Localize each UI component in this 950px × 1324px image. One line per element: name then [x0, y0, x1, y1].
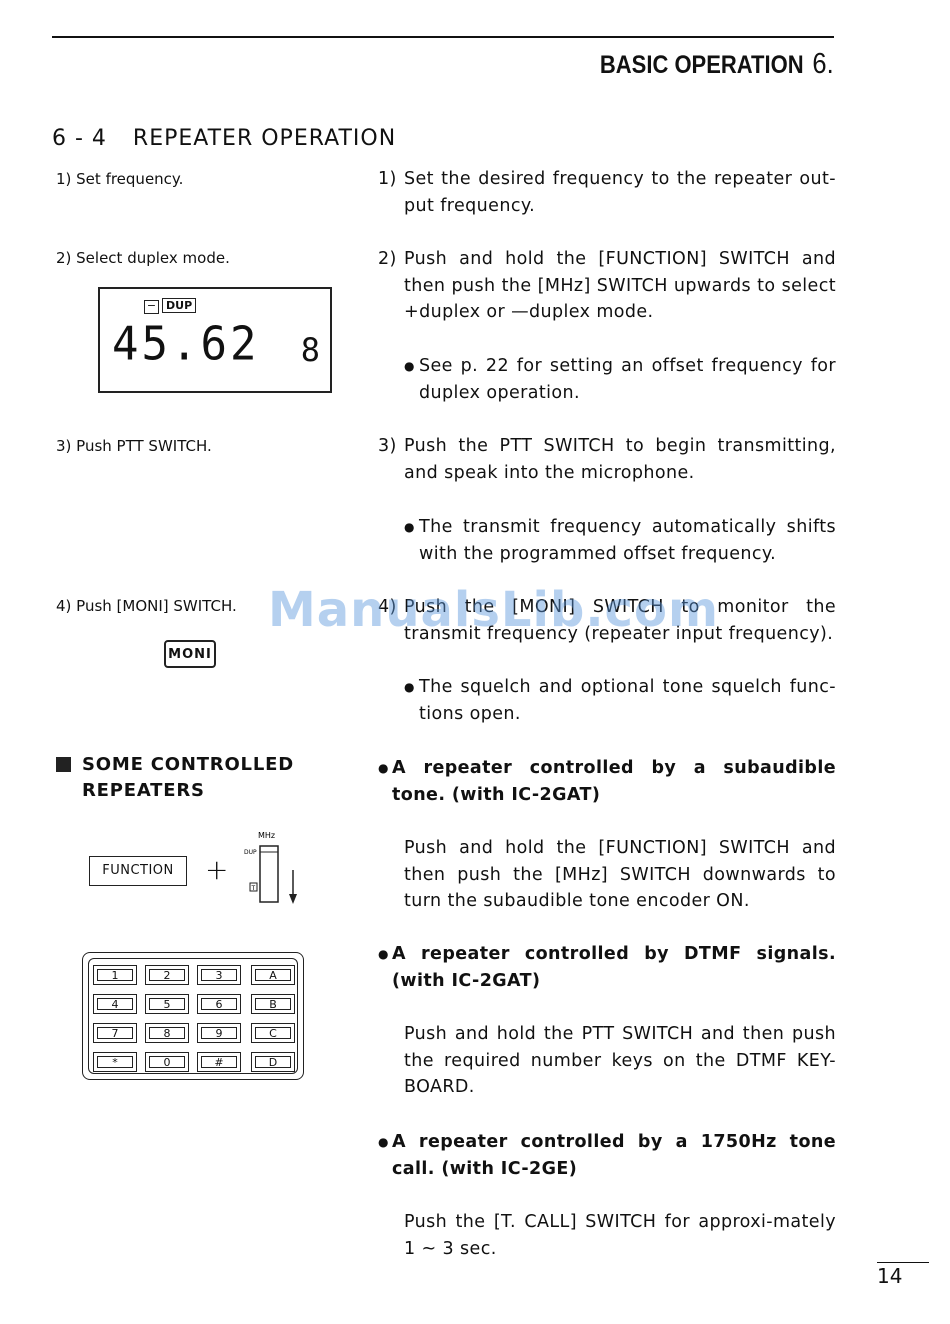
dup-label: DUP	[244, 849, 257, 856]
key-label: D	[255, 1056, 291, 1068]
right-step-2-num: 2)	[378, 249, 397, 269]
right-step-3-text: Push the PTT SWITCH to begin transmittin…	[404, 436, 836, 483]
key-label: 7	[97, 1027, 133, 1039]
key-0[interactable]: 0	[145, 1052, 189, 1072]
note-2: The transmit frequency automatically shi…	[419, 517, 836, 564]
key-label: 1	[97, 969, 133, 981]
key-hash[interactable]: #	[197, 1052, 241, 1072]
key-star[interactable]: *	[93, 1052, 137, 1072]
bullet-icon: ●	[404, 520, 415, 534]
key-label: 5	[149, 998, 185, 1010]
controlled-heading: SOME CONTROLLED REPEATERS	[82, 754, 294, 801]
key-label: 6	[201, 998, 237, 1010]
right-step-3-num: 3)	[378, 436, 397, 456]
key-b[interactable]: B	[251, 994, 295, 1014]
right-step-1-text: Set the desired frequency to the repeate…	[404, 169, 836, 216]
key-4[interactable]: 4	[93, 994, 137, 1014]
key-label: *	[97, 1056, 133, 1068]
key-label: #	[201, 1056, 237, 1068]
right-step-2-text: Push and hold the [FUNCTION] SWITCH and …	[404, 249, 836, 322]
moni-button[interactable]: MONI	[164, 640, 216, 668]
down-arrowhead-icon	[289, 894, 297, 904]
key-a[interactable]: A	[251, 965, 295, 985]
watermark: ManualsLib.com	[268, 582, 719, 638]
left-step-1: 1) Set frequency.	[56, 170, 184, 188]
key-9[interactable]: 9	[197, 1023, 241, 1043]
page-number-rule	[877, 1262, 929, 1263]
key-c[interactable]: C	[251, 1023, 295, 1043]
tone-indicator-box	[249, 882, 258, 892]
key-d[interactable]: D	[251, 1052, 295, 1072]
key-8[interactable]: 8	[145, 1023, 189, 1043]
lcd-frequency: 45.62	[112, 317, 260, 372]
note-3: The squelch and optional tone squelch fu…	[419, 677, 836, 724]
left-step-3: 3) Push PTT SWITCH.	[56, 437, 212, 455]
page-number: 14	[877, 1264, 903, 1288]
page-header: BASIC OPERATION 6.	[600, 48, 834, 81]
controlled-item-3-title: A repeater controlled by a 1750Hz tone c…	[392, 1132, 836, 1179]
key-label: 3	[201, 969, 237, 981]
square-bullet-icon	[56, 757, 71, 772]
lcd-channel: 8	[300, 331, 320, 369]
key-6[interactable]: 6	[197, 994, 241, 1014]
section-heading: REPEATER OPERATION	[132, 126, 397, 151]
bullet-icon: ●	[378, 761, 389, 775]
right-step-4-num: 4)	[378, 597, 397, 617]
key-1[interactable]: 1	[93, 965, 137, 985]
right-step-1-num: 1)	[378, 169, 397, 189]
key-label: B	[255, 998, 291, 1010]
key-2[interactable]: 2	[145, 965, 189, 985]
key-label: 4	[97, 998, 133, 1010]
mhz-label: MHz	[258, 831, 275, 840]
dup-indicator: DUP	[162, 298, 197, 313]
mhz-switch-diagram: MHz DUP T	[244, 831, 297, 904]
key-label: 0	[149, 1056, 185, 1068]
key-7[interactable]: 7	[93, 1023, 137, 1043]
minus-indicator: −	[144, 300, 159, 314]
dtmf-keypad: 1 2 3 A 4 5 6 B 7 8 9 C * 0 # D	[82, 952, 304, 1080]
bullet-icon: ●	[378, 947, 389, 961]
key-5[interactable]: 5	[145, 994, 189, 1014]
right-step-4-text: Push the [MONI] SWITCH to monitor the tr…	[404, 597, 836, 644]
section-title: 6 - 4 REPEATER OPERATION	[52, 126, 396, 151]
header-title: BASIC OPERATION	[600, 51, 804, 79]
t-label: T	[251, 885, 256, 892]
bullet-icon: ●	[404, 680, 415, 694]
function-button[interactable]: FUNCTION	[89, 856, 187, 886]
keypad-frame: 1 2 3 A 4 5 6 B 7 8 9 C * 0 # D	[88, 958, 298, 1074]
bullet-icon: ●	[378, 1135, 389, 1149]
controlled-item-2-title: A repeater controlled by DTMF signals. (…	[392, 944, 836, 991]
note-1: See p. 22 for setting an offset frequenc…	[419, 356, 836, 403]
controlled-item-3-text: Push the [T. CALL] SWITCH for approxi-ma…	[404, 1212, 836, 1259]
key-3[interactable]: 3	[197, 965, 241, 985]
section-number: 6 - 4	[52, 126, 107, 151]
left-step-4: 4) Push [MONI] SWITCH.	[56, 597, 237, 615]
left-step-2: 2) Select duplex mode.	[56, 249, 230, 267]
mhz-switch-body[interactable]	[259, 845, 279, 903]
controlled-item-2-text: Push and hold the PTT SWITCH and then pu…	[404, 1024, 836, 1097]
chapter-number: 6.	[812, 48, 834, 80]
switch-top-edge	[260, 845, 279, 853]
lcd-display: − DUP 45.62 8	[98, 287, 332, 393]
plus-sign: +	[205, 853, 229, 886]
controlled-item-1-text: Push and hold the [FUNCTION] SWITCH and …	[404, 838, 836, 911]
key-label: 8	[149, 1027, 185, 1039]
key-label: A	[255, 969, 291, 981]
controlled-item-1-title: A repeater controlled by a subaudible to…	[392, 758, 836, 805]
key-label: 2	[149, 969, 185, 981]
key-label: 9	[201, 1027, 237, 1039]
key-label: C	[255, 1027, 291, 1039]
top-rule	[52, 36, 834, 38]
bullet-icon: ●	[404, 359, 415, 373]
